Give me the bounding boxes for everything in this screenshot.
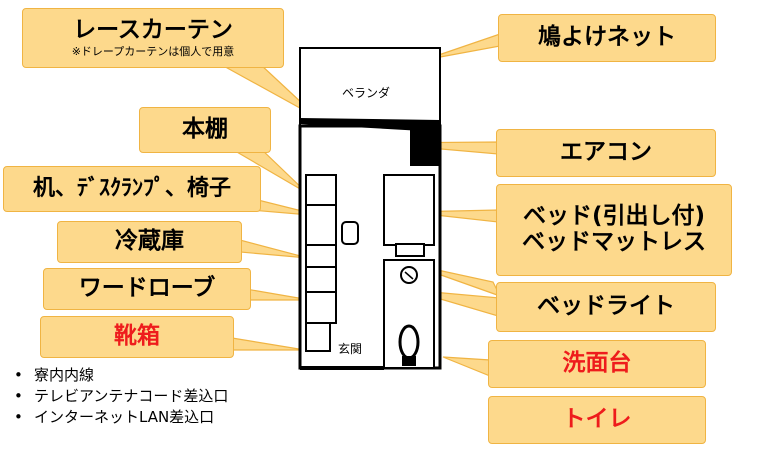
- pigeon-net-title: 鳩よけネット: [538, 24, 676, 51]
- fridge-shape: [305, 244, 337, 268]
- wardrobe-title: ワードローブ: [78, 275, 216, 302]
- callout-washbasin: 洗面台: [488, 340, 706, 388]
- callout-aircon: エアコン: [496, 129, 716, 177]
- pointer-fridge: [239, 239, 309, 259]
- window-wall: [300, 118, 440, 132]
- lace-curtain-note: ※ドレープカーテンは個人で用意: [71, 44, 235, 58]
- callout-toilet: トイレ: [488, 396, 706, 444]
- pointer-shoe-box: [231, 337, 306, 351]
- pointer-washbasin: [442, 356, 491, 377]
- list-item-text: インターネットLAN差込口: [34, 408, 215, 426]
- facility-list: •寮内内線 •テレビアンテナコード差込口 •インターネットLAN差込口: [14, 365, 228, 428]
- callout-desk: 机、ﾃﾞｽｸﾗﾝﾌﾟ、椅子: [3, 166, 261, 212]
- callout-bed: ベッド(引出し付) ベッドマットレス: [496, 184, 732, 276]
- chair-shape: [341, 221, 359, 245]
- entrance-label: 玄関: [338, 342, 363, 356]
- veranda-label: ベランダ: [342, 86, 391, 100]
- callout-pigeon-net: 鳩よけネット: [498, 14, 716, 62]
- callout-lace-curtain: レースカーテン ※ドレープカーテンは個人で用意: [22, 8, 284, 68]
- aircon-title: エアコン: [560, 139, 652, 166]
- toilet-shape: [398, 324, 420, 360]
- wardrobe-shape: [305, 266, 337, 324]
- bed-shape: [383, 174, 435, 246]
- callout-wardrobe: ワードローブ: [43, 268, 251, 310]
- fridge-title: 冷蔵庫: [115, 228, 184, 255]
- shoe-box-title: 靴箱: [114, 323, 160, 350]
- callout-bookshelf: 本棚: [139, 107, 271, 153]
- list-item: •テレビアンテナコード差込口: [14, 387, 229, 405]
- list-item: •インターネットLAN差込口: [14, 408, 215, 426]
- callout-shoe-box: 靴箱: [40, 316, 234, 358]
- lace-curtain-title: レースカーテン: [73, 16, 233, 43]
- shoe-box-shape: [305, 322, 331, 352]
- aircon-unit: [410, 122, 440, 166]
- callout-bed-light: ベッドライト: [496, 282, 716, 332]
- veranda-area: [299, 47, 441, 127]
- bookshelf-shape: [305, 174, 337, 206]
- desk-shape: [305, 204, 337, 246]
- bed-title-line2: ベッドマットレス: [522, 229, 706, 255]
- list-item-text: テレビアンテナコード差込口: [34, 387, 229, 405]
- callout-fridge: 冷蔵庫: [57, 221, 242, 263]
- bed-title-line1: ベッド(引出し付): [522, 203, 706, 230]
- bookshelf-title: 本棚: [182, 116, 228, 143]
- toilet-title: トイレ: [562, 406, 632, 433]
- desk-title: 机、ﾃﾞｽｸﾗﾝﾌﾟ、椅子: [32, 175, 231, 201]
- bed-light-title: ベッドライト: [537, 293, 675, 320]
- bed-light-shape: [395, 243, 425, 257]
- list-item-text: 寮内内線: [34, 366, 95, 384]
- washbasin-title: 洗面台: [562, 350, 632, 377]
- list-item: •寮内内線: [14, 366, 95, 384]
